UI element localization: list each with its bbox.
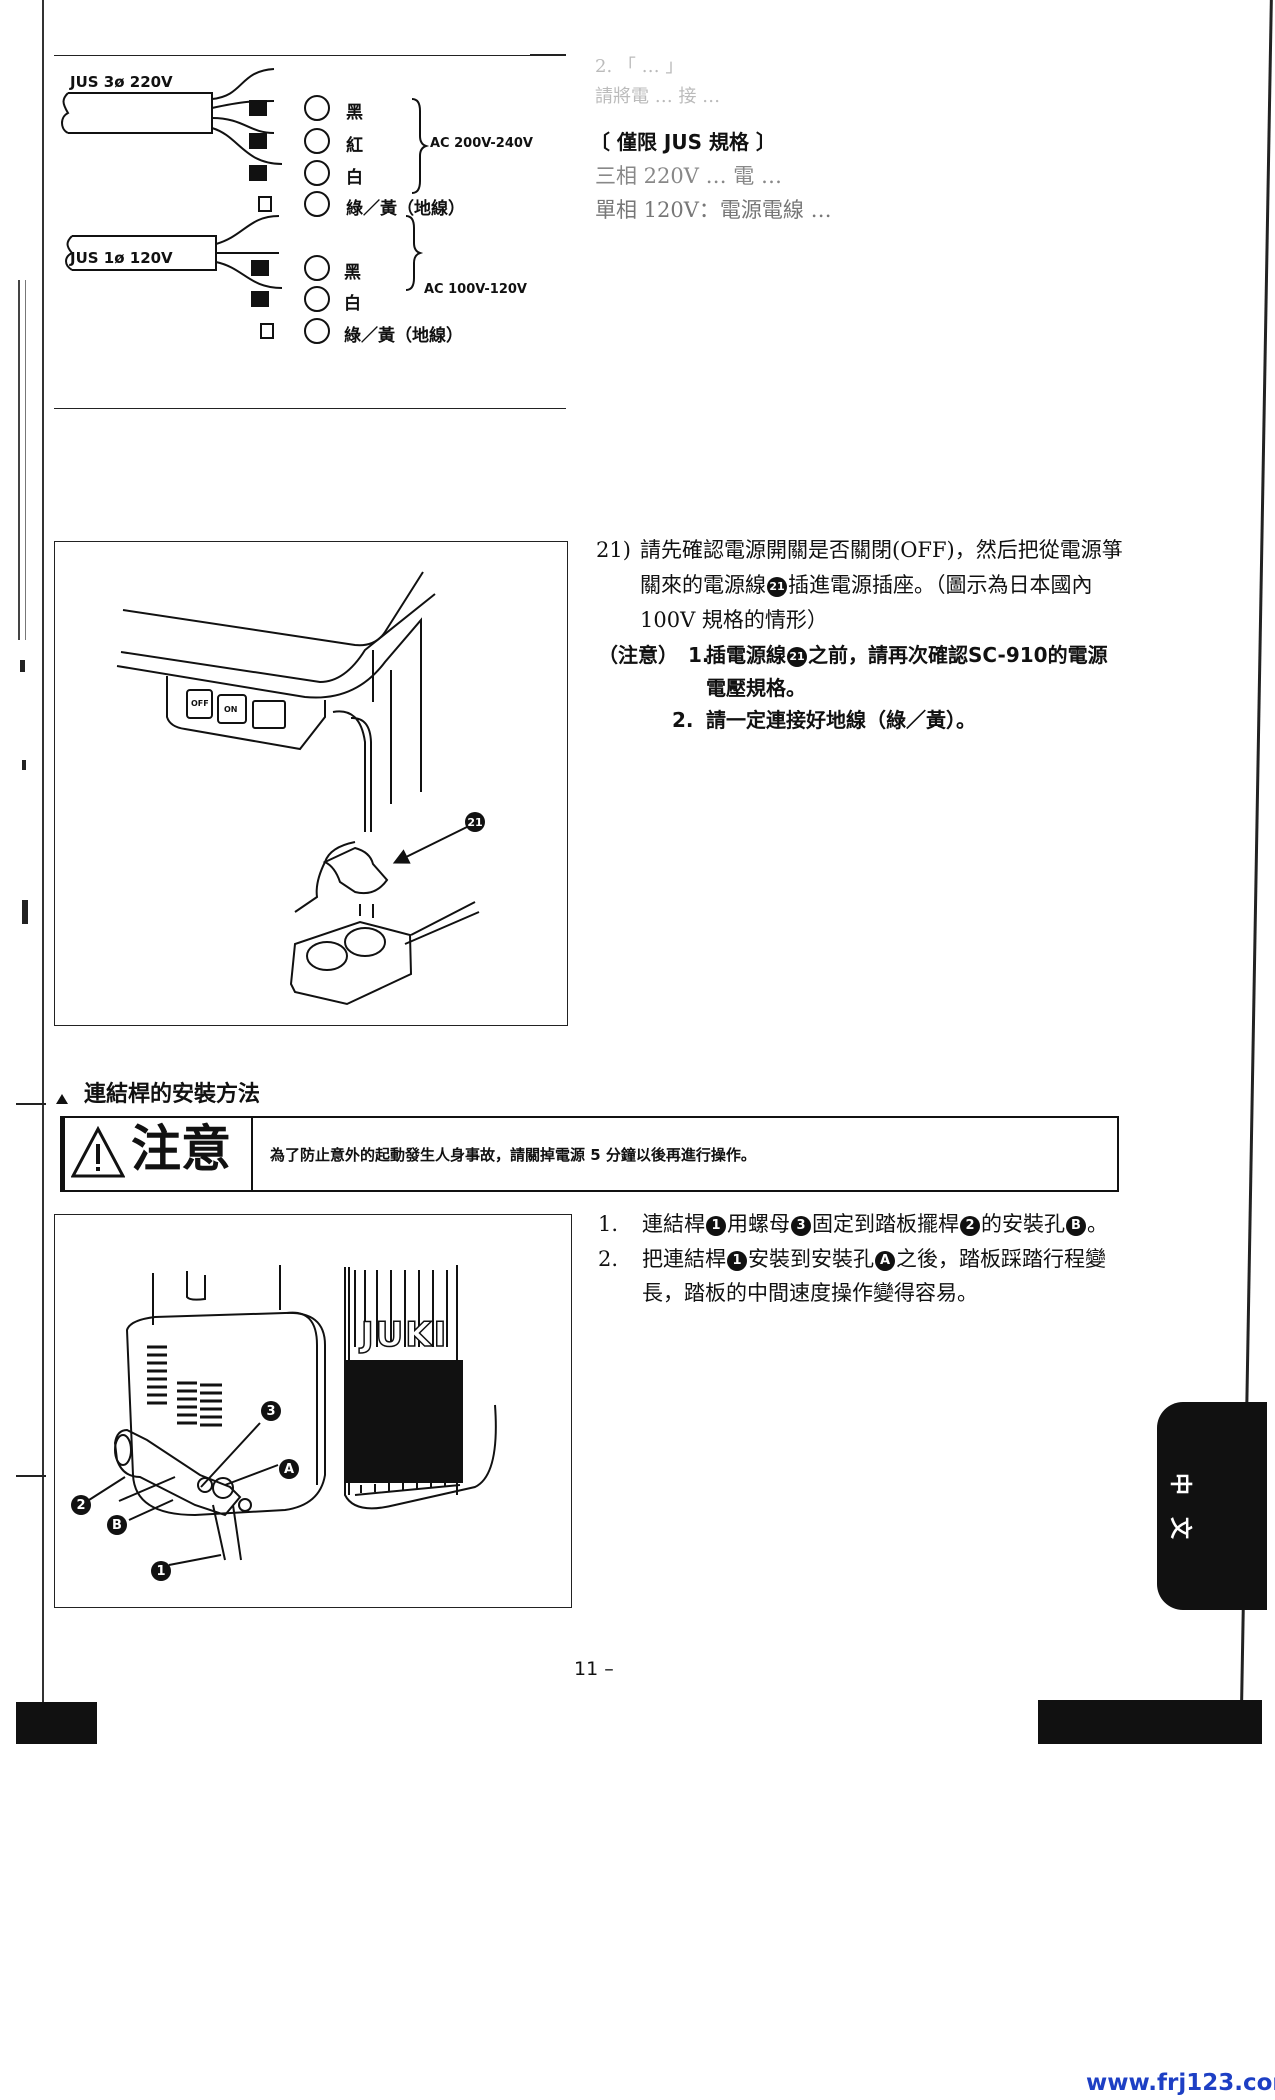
step-2-cont: 長，踏板的中間速度操作變得容易。 (642, 1281, 978, 1305)
section-bullet-icon (56, 1094, 68, 1104)
marker-A: A (279, 1459, 299, 1479)
left-margin-line (42, 0, 44, 1705)
section-title: 連結桿的安裝方法 (84, 1082, 261, 1107)
wiring-diagram: JUS 3ø 220V 黑 紅 白 綠／黃（地線） AC 200V-240V J… (54, 55, 566, 409)
single-phase-voltage: AC 100V-120V (424, 282, 527, 297)
left-margin-mark (16, 1103, 46, 1105)
step-21-line: 100V 規格的情形） (640, 608, 828, 632)
single-phase-note: 單相 120V：電源電線 … (595, 198, 832, 222)
three-phase-voltage: AC 200V-240V (430, 136, 533, 151)
marker-21: 21 (767, 576, 787, 597)
note-1-number: 1. (688, 643, 710, 667)
page-number: 11 – (574, 1658, 614, 1680)
step-21-line: 請先確認電源開關是否關閉(OFF)，然后把從電源箏 (640, 538, 1123, 562)
marker-1: 1 (706, 1215, 726, 1236)
wire-label: 紅 (346, 136, 363, 156)
left-margin-mark (22, 900, 28, 924)
marker-2: 2 (960, 1215, 980, 1236)
wire-label: 黑 (346, 103, 363, 123)
power-plug-figure: OFF ON 21 (54, 541, 568, 1026)
note-text: 插電源線 (706, 643, 786, 667)
step-number: 1. (598, 1212, 619, 1236)
caution-label: 注意 (131, 1120, 231, 1178)
left-margin-mark (22, 760, 26, 770)
caution-label-cell: 注意 (65, 1118, 253, 1190)
marker-3: 3 (791, 1215, 811, 1236)
connecting-rod-drawing (88, 1265, 497, 1566)
step-number: 2. (598, 1247, 619, 1271)
left-margin-mark (18, 280, 26, 640)
left-margin-mark (16, 1475, 46, 1477)
on-switch-label: ON (224, 705, 238, 714)
bottom-bar-right (1038, 1700, 1262, 1744)
faint-note-line: 請將電 … 接 … (595, 86, 721, 107)
step-text: 安裝到安裝孔 (748, 1247, 874, 1271)
juki-brand-logo: JUKI (360, 1314, 449, 1356)
marker-3: 3 (261, 1401, 281, 1421)
step-text: 連結桿 (642, 1212, 705, 1236)
caution-box: 注意 為了防止意外的起動發生人身事故，請關掉電源 5 分鐘以後再進行操作。 (60, 1116, 1119, 1192)
connecting-rod-figure: JUKI 3 A 2 B 1 (54, 1214, 572, 1608)
wire-label: 綠／黃（地線） (346, 199, 465, 219)
wire-label: 白 (344, 294, 361, 314)
faint-note-line: 2. 「 … 」 (595, 56, 684, 77)
wiring-drawing (61, 68, 430, 344)
note-2-text: 請一定連接好地線（綠／黃）。 (706, 708, 976, 732)
note-1-cont: 電壓規格。 (706, 676, 806, 700)
left-margin-mark (20, 660, 25, 672)
step-text: 。 (1087, 1212, 1108, 1236)
marker-1: 1 (151, 1561, 171, 1581)
note-text: 之前，請再次確認SC-910的電源 (808, 643, 1108, 667)
marker-21: 21 (465, 812, 485, 832)
marker-A: A (875, 1250, 895, 1271)
single-phase-title: JUS 1ø 120V (70, 249, 173, 267)
step-text: 用螺母 (727, 1212, 790, 1236)
step-text: 之後，踏板踩踏行程變 (896, 1247, 1106, 1271)
marker-B: B (1066, 1215, 1086, 1236)
off-switch-label: OFF (191, 699, 209, 708)
power-plug-drawing (116, 571, 480, 1006)
step-21-number: 21) (596, 538, 631, 562)
watermark: www.frj123.com (1086, 2070, 1275, 2096)
marker-2: 2 (71, 1495, 91, 1515)
three-phase-note: 三相 220V … 電 … (595, 164, 782, 188)
note-2-number: 2. (672, 708, 694, 732)
wire-label: 黑 (344, 263, 361, 283)
bottom-bar-left (16, 1702, 97, 1744)
step-text: 固定到踏板擺桿 (812, 1212, 959, 1236)
wire-label: 綠／黃（地線） (344, 326, 463, 346)
note-label: （注意） (598, 643, 678, 667)
marker-B: B (107, 1515, 127, 1535)
wire-label: 白 (346, 168, 363, 188)
warning-triangle-icon (71, 1126, 125, 1178)
step-21-text: 來的電源線 (661, 573, 766, 597)
side-tab-char: 文 (1167, 1516, 1193, 1540)
step-text: 的安裝孔 (981, 1212, 1065, 1236)
language-side-tab[interactable]: 中 文 (1157, 1402, 1267, 1610)
side-tab-char: 中 (1167, 1472, 1193, 1496)
marker-21: 21 (787, 646, 807, 667)
step-21-text: 關 (640, 573, 661, 597)
step-21-text: 插進電源插座。（圖示為日本國內 (788, 573, 1093, 597)
step-text: 把連結桿 (642, 1247, 726, 1271)
three-phase-title: JUS 3ø 220V (70, 73, 173, 91)
jus-spec-heading: 〔 僅限 JUS 規格 〕 (590, 130, 776, 154)
marker-1: 1 (727, 1250, 747, 1271)
caution-text: 為了防止意外的起動發生人身事故，請關掉電源 5 分鐘以後再進行操作。 (270, 1146, 756, 1164)
